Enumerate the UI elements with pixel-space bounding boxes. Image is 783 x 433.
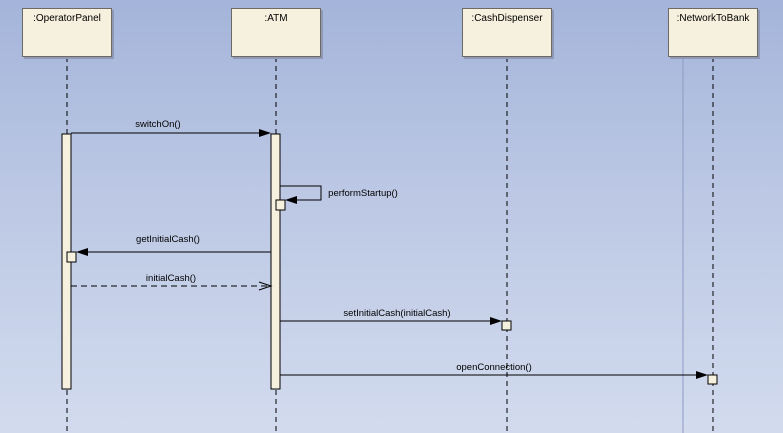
message-initialcash-label: initialCash()	[145, 273, 197, 284]
message-performstartup-arrowhead	[285, 196, 297, 204]
message-arrows	[71, 129, 708, 379]
lifeline-lines	[66, 57, 714, 433]
message-setinitialcash-arrowhead	[490, 317, 502, 325]
activation-cashdispenser	[501, 320, 512, 331]
message-performstartup-line	[280, 185, 322, 201]
activation-bars	[61, 133, 718, 390]
activation-operatorpanel-nested	[66, 251, 77, 263]
message-performstartup-label: performStartup()	[328, 188, 398, 199]
lifeline-operatorpanel-head: :OperatorPanel	[22, 8, 112, 57]
lifeline-networktobank-head: :NetworkToBank	[668, 8, 758, 57]
message-setinitialcash-label: setInitialCash(initialCash)	[343, 308, 451, 319]
message-getinitialcash-arrowhead	[76, 248, 88, 256]
lifeline-atm-head: :ATM	[231, 8, 321, 57]
message-openconnection-label: openConnection()	[456, 362, 532, 373]
message-switchon-label: switchOn()	[135, 119, 181, 130]
activation-atm	[270, 133, 281, 390]
activation-atm-self	[275, 199, 286, 211]
lifeline-cashdispenser-head: :CashDispenser	[462, 8, 552, 57]
message-openconnection-arrowhead	[696, 371, 708, 379]
message-getinitialcash-label: getInitialCash()	[136, 234, 200, 245]
activation-networktobank	[707, 374, 718, 385]
message-initialcash-arrowhead	[258, 281, 273, 291]
message-switchon-arrowhead	[259, 129, 271, 137]
